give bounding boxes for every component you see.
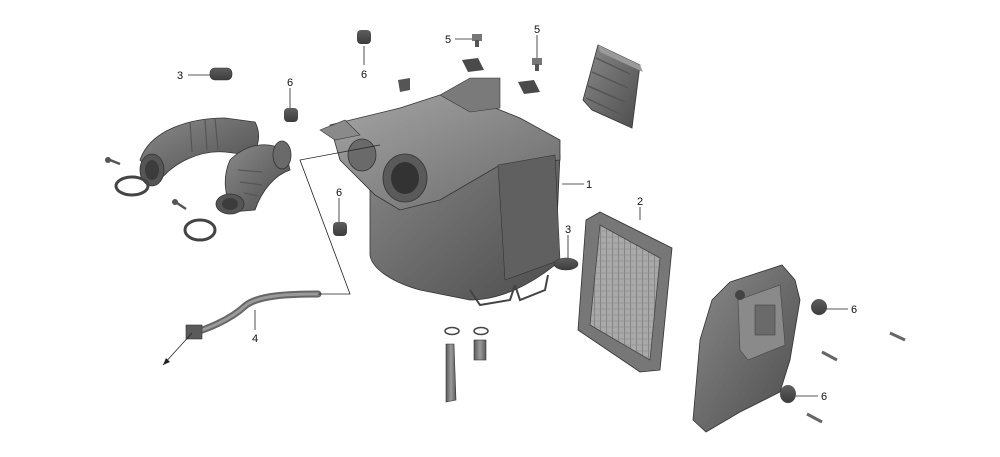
- rubber-bushing-6-a: [284, 108, 298, 122]
- grommet-3-top: [209, 67, 233, 81]
- callout-6-d: 6: [851, 304, 857, 316]
- screw-right-b: [806, 412, 823, 424]
- callout-5-b: 5: [534, 24, 540, 36]
- hose-clamp-upper: [105, 157, 150, 197]
- air-box-housing: [319, 77, 561, 307]
- rubber-bushing-6-b: [357, 30, 371, 44]
- screw-right-c: [889, 331, 906, 342]
- callout-6-b: 6: [361, 69, 367, 81]
- callout-3-b: 3: [565, 224, 571, 236]
- intake-duct-upper: [139, 117, 260, 187]
- leader-lines: [162, 35, 848, 397]
- clip-a: [462, 58, 484, 72]
- hose-clamp-lower: [172, 199, 217, 242]
- callout-6-e: 6: [821, 391, 827, 403]
- clip-b: [518, 80, 540, 94]
- callout-1: 1: [586, 179, 592, 191]
- callout-6-c: 6: [336, 187, 342, 199]
- callout-3-a: 3: [177, 70, 183, 82]
- fastener-top: [398, 78, 410, 92]
- bolt-5-a: [472, 34, 482, 47]
- callout-5-a: 5: [445, 34, 451, 46]
- air-box-cover: [692, 264, 801, 433]
- air-filter-element: [577, 211, 673, 373]
- rubber-bushing-6-d: [811, 299, 827, 315]
- screw-right-a: [821, 350, 838, 362]
- intake-duct-lower: [215, 140, 292, 215]
- callout-4: 4: [252, 333, 258, 345]
- callout-6-a: 6: [287, 77, 293, 89]
- bolt-5-b: [532, 58, 542, 71]
- intake-bellows-upper: [582, 44, 643, 129]
- rubber-bushing-6-c: [333, 222, 347, 236]
- grommet-3-side: [553, 257, 579, 271]
- callout-2: 2: [637, 196, 643, 208]
- rubber-bushing-6-e: [780, 385, 796, 403]
- drain-tube-parts: [444, 326, 489, 403]
